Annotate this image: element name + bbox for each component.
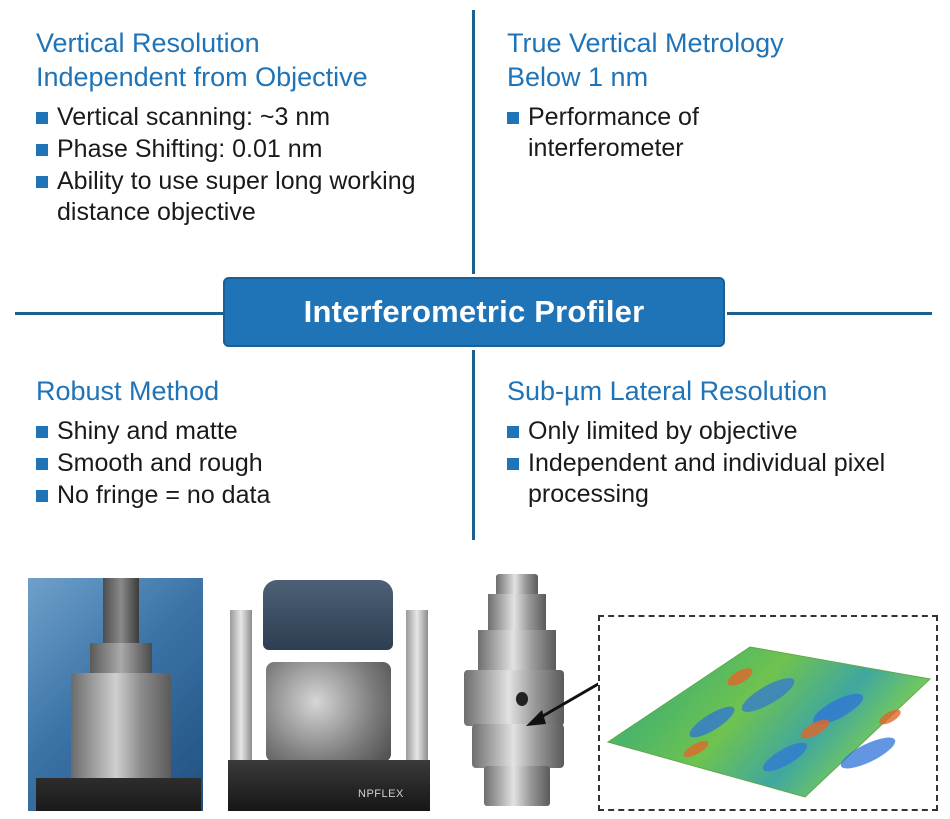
horizontal-divider-right <box>727 312 932 315</box>
square-bullet-icon <box>36 144 48 156</box>
profiler-instrument-photo <box>28 578 203 811</box>
instrument-brand-label: NPFLEX <box>358 788 404 800</box>
quadrant-title: True Vertical Metrology Below 1 nm <box>507 26 937 94</box>
vertical-divider-bottom <box>472 350 475 540</box>
quadrant-true-vertical-metrology: True Vertical Metrology Below 1 nm Perfo… <box>507 26 937 165</box>
list-item-text: Ability to use super long working distan… <box>57 167 416 226</box>
square-bullet-icon <box>507 458 519 470</box>
quadrant-title-line: True Vertical Metrology <box>507 28 784 58</box>
list-item-text: Performance of interferometer <box>528 103 699 162</box>
center-label: Interferometric Profiler <box>223 277 725 347</box>
quadrant-title-line: Independent from Objective <box>36 62 368 92</box>
list-item: Smooth and rough <box>36 448 466 479</box>
list-item-text: Vertical scanning: ~3 nm <box>57 103 331 131</box>
list-item: Vertical scanning: ~3 nm <box>36 102 466 133</box>
square-bullet-icon <box>36 426 48 438</box>
list-item: Phase Shifting: 0.01 nm <box>36 134 466 165</box>
list-item: Performance of interferometer <box>507 102 747 164</box>
bullet-list: Shiny and matte Smooth and rough No frin… <box>36 416 466 511</box>
quadrant-robust-method: Robust Method Shiny and matte Smooth and… <box>36 374 466 512</box>
list-item: Shiny and matte <box>36 416 466 447</box>
npflex-instrument-photo: NPFLEX <box>228 580 430 811</box>
quadrant-title-line: Robust Method <box>36 376 220 406</box>
square-bullet-icon <box>36 490 48 502</box>
list-item-text: Independent and individual pixel process… <box>528 449 886 508</box>
square-bullet-icon <box>36 112 48 124</box>
quadrant-title: Vertical Resolution Independent from Obj… <box>36 26 466 94</box>
surface-map-inset <box>598 615 938 811</box>
list-item: Only limited by objective <box>507 416 887 447</box>
bullet-list: Vertical scanning: ~3 nm Phase Shifting:… <box>36 102 466 228</box>
square-bullet-icon <box>36 176 48 188</box>
square-bullet-icon <box>507 112 519 124</box>
list-item-text: No fringe = no data <box>57 481 271 509</box>
quadrant-title: Robust Method <box>36 374 466 408</box>
quadrant-title-line: Sub-µm Lateral Resolution <box>507 376 828 406</box>
photo-strip: NPFLEX <box>0 570 950 819</box>
square-bullet-icon <box>36 458 48 470</box>
bullet-list: Performance of interferometer <box>507 102 747 164</box>
list-item: Ability to use super long working distan… <box>36 166 466 228</box>
list-item: Independent and individual pixel process… <box>507 448 887 510</box>
quadrant-title: Sub-µm Lateral Resolution <box>507 374 937 408</box>
square-bullet-icon <box>507 426 519 438</box>
list-item-text: Only limited by objective <box>528 417 798 445</box>
list-item-text: Smooth and rough <box>57 449 263 477</box>
quadrant-vertical-resolution: Vertical Resolution Independent from Obj… <box>36 26 466 229</box>
list-item: No fringe = no data <box>36 480 466 511</box>
horizontal-divider-left <box>15 312 223 315</box>
quadrant-sub-um-lateral-resolution: Sub-µm Lateral Resolution Only limited b… <box>507 374 937 511</box>
quadrant-title-line: Below 1 nm <box>507 62 649 92</box>
list-item-text: Phase Shifting: 0.01 nm <box>57 135 323 163</box>
vertical-divider-top <box>472 10 475 274</box>
surface-topography-image <box>606 646 932 798</box>
quadrant-title-line: Vertical Resolution <box>36 28 260 58</box>
bullet-list: Only limited by objective Independent an… <box>507 416 887 510</box>
list-item-text: Shiny and matte <box>57 417 238 445</box>
machined-shaft-photo <box>458 574 578 809</box>
